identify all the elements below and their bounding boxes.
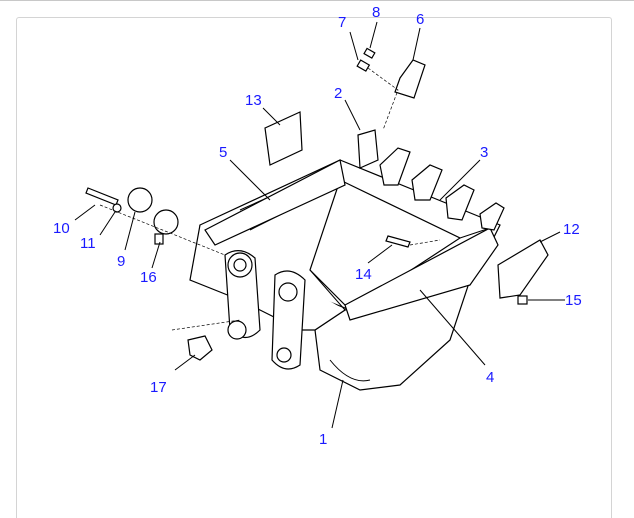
callout-11[interactable]: 11 <box>80 235 96 252</box>
top-divider <box>0 0 634 1</box>
pin-lugs <box>224 250 306 370</box>
callout-7[interactable]: 7 <box>338 14 346 31</box>
pin <box>356 59 371 72</box>
callout-16[interactable]: 16 <box>140 269 157 286</box>
lock-pin <box>363 47 376 59</box>
callout-15[interactable]: 15 <box>565 292 582 309</box>
side-cutter-left <box>264 111 303 166</box>
side-plate <box>204 159 346 246</box>
tooth-adapter <box>394 59 426 99</box>
bucket-parts-diagram: 1 2 3 4 5 6 7 8 9 10 11 12 13 14 15 16 1… <box>53 4 582 448</box>
leader-lines <box>74 21 565 429</box>
dashed-assembly-lines <box>99 67 441 331</box>
callout-6[interactable]: 6 <box>416 11 424 28</box>
callout-8[interactable]: 8 <box>372 4 380 21</box>
callout-17[interactable]: 17 <box>150 379 167 396</box>
callout-10[interactable]: 10 <box>53 220 70 237</box>
bucket-teeth <box>357 129 505 231</box>
callout-12[interactable]: 12 <box>563 221 580 238</box>
side-plate-right <box>344 227 499 321</box>
hardware <box>85 187 528 361</box>
callout-9[interactable]: 9 <box>117 253 125 270</box>
callout-13[interactable]: 13 <box>245 92 262 109</box>
callout-4[interactable]: 4 <box>486 369 494 386</box>
callout-14[interactable]: 14 <box>355 266 372 283</box>
side-cutter-right <box>497 239 549 299</box>
callout-5[interactable]: 5 <box>219 144 227 161</box>
callout-2[interactable]: 2 <box>334 85 342 102</box>
callout-1[interactable]: 1 <box>319 431 327 448</box>
callout-3[interactable]: 3 <box>480 144 488 161</box>
